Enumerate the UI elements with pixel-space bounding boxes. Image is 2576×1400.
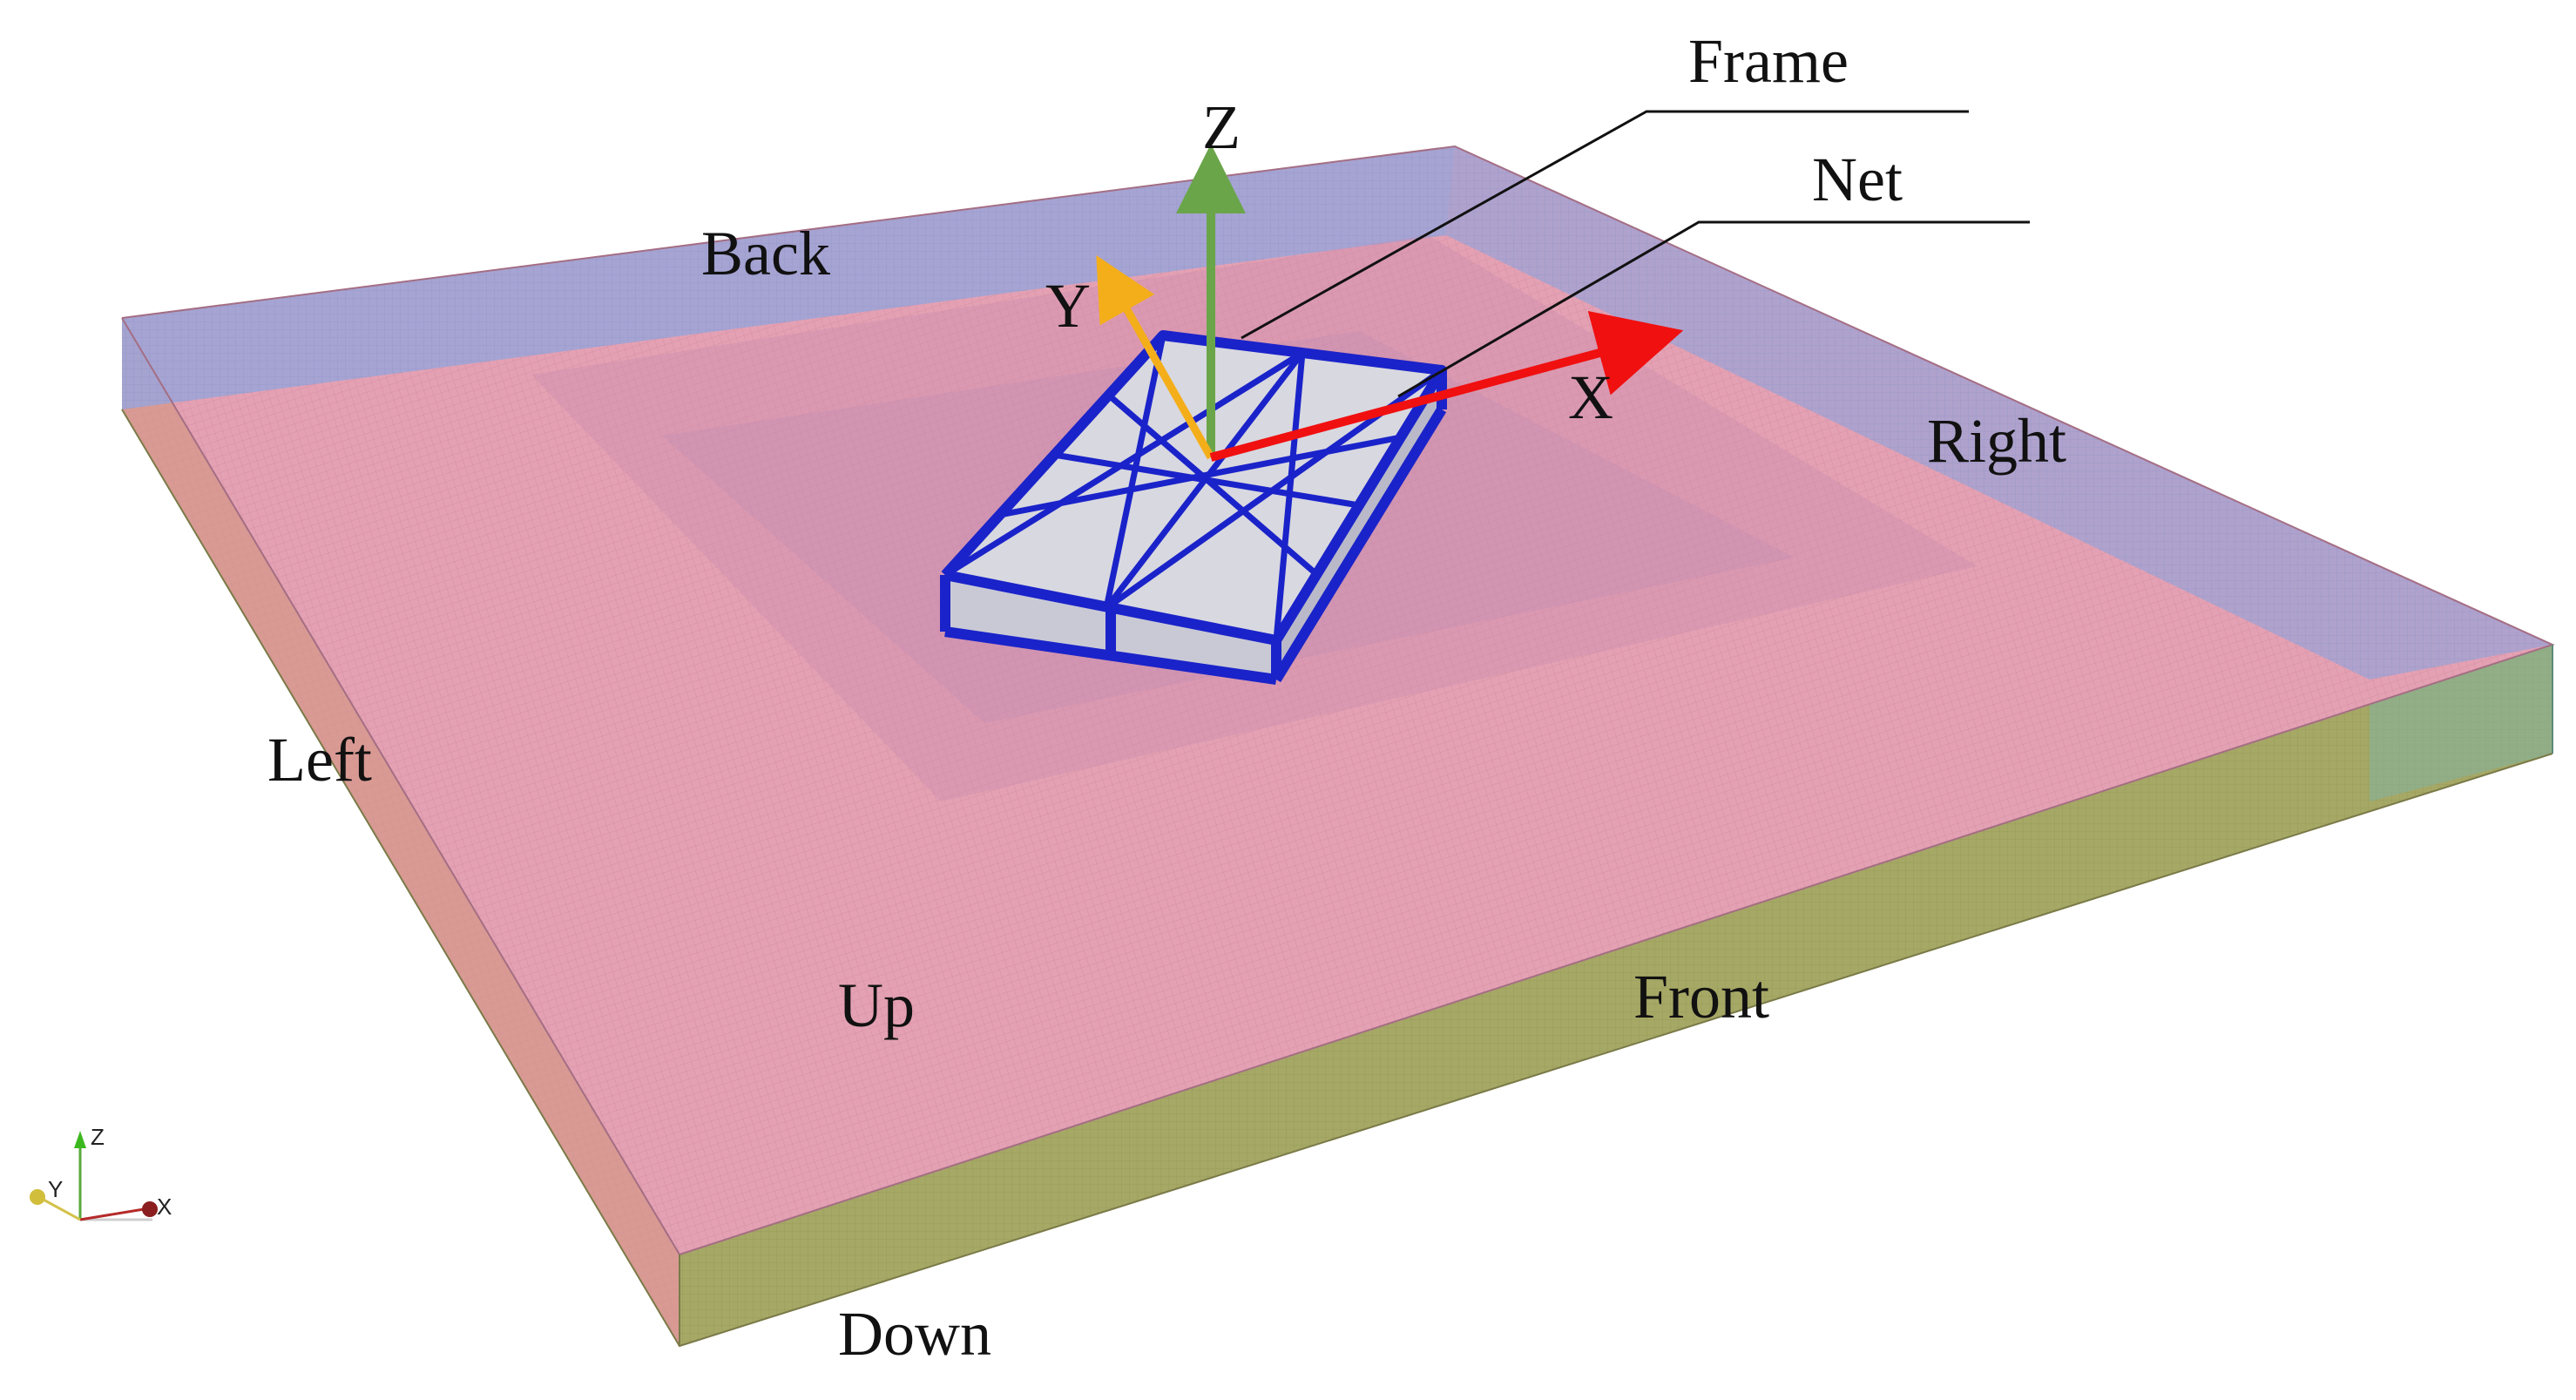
net-label: Net <box>1812 145 1903 214</box>
x-axis-label: X <box>1568 362 1613 432</box>
y-axis-label: Y <box>1045 271 1091 341</box>
triad-z-label: Z <box>91 1124 105 1150</box>
y-axis-arrow <box>1096 255 1214 460</box>
x-axis-arrow <box>1209 310 1684 462</box>
frame-label: Frame <box>1688 26 1849 96</box>
triad-x-label: X <box>157 1194 172 1220</box>
orientation-triad <box>30 1131 158 1221</box>
leader-lines <box>1241 110 2030 398</box>
left-label: Left <box>267 725 372 795</box>
net-leader-line <box>1397 220 2030 398</box>
right-label: Right <box>1927 406 2067 476</box>
down-label: Down <box>838 1299 991 1369</box>
frame-leader-line <box>1241 110 1969 340</box>
computational-domain-box <box>121 145 2555 1348</box>
up-label: Up <box>838 971 915 1040</box>
back-label: Back <box>701 219 830 288</box>
z-axis-label: Z <box>1202 92 1241 162</box>
net-cage <box>940 330 1447 685</box>
front-label: Front <box>1633 962 1770 1031</box>
local-axes <box>1096 144 1684 462</box>
triad-y-label: Y <box>48 1176 64 1202</box>
